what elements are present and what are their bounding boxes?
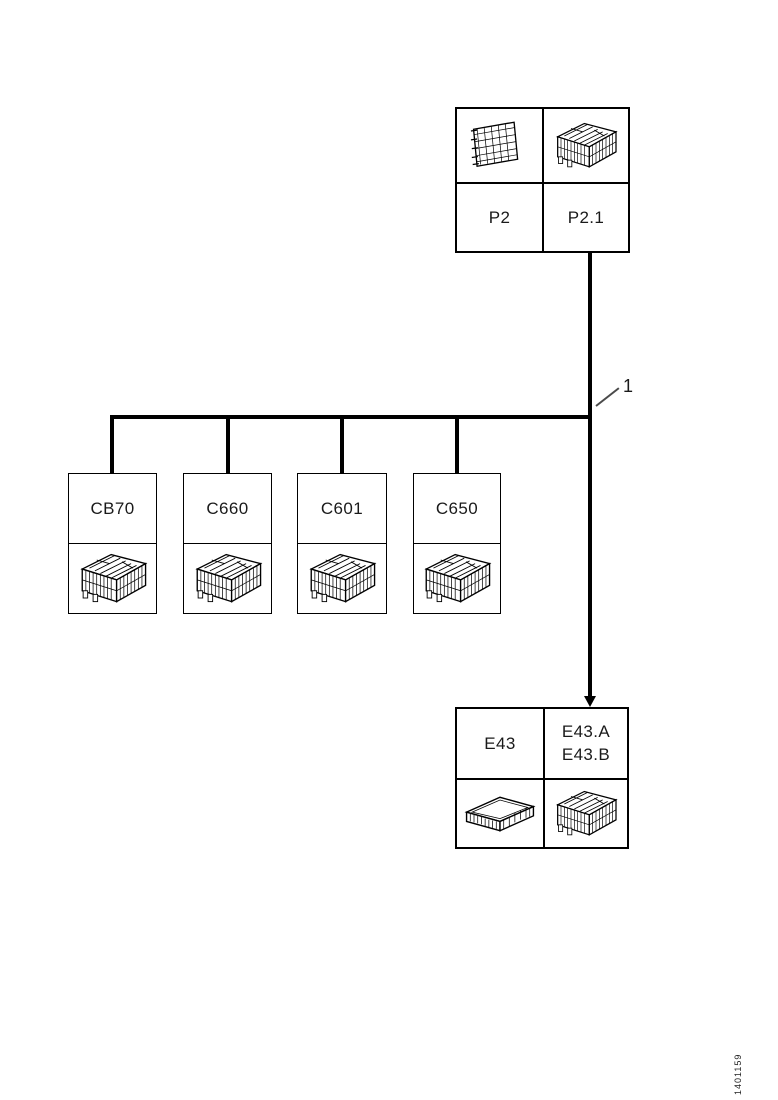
e43-connector-group: E43 E43.A E43.B	[455, 707, 629, 849]
p2-connector-group: P2 P2.1	[455, 107, 630, 253]
callout-leader-line	[595, 387, 620, 407]
connector-icon	[75, 549, 151, 609]
connector-box-c650: C650	[413, 473, 501, 614]
e43-a-label: E43.A	[561, 721, 611, 741]
harness-arrowhead-icon	[584, 696, 596, 707]
connector-icon	[190, 549, 266, 609]
connector-icon	[551, 785, 621, 843]
drop-line-cb70	[110, 415, 114, 474]
drop-line-c650	[455, 415, 459, 474]
e43-image-cell	[456, 779, 544, 848]
connector-image-cell	[69, 544, 156, 613]
p2-1-image-cell	[543, 108, 629, 183]
connector-icon	[551, 117, 621, 175]
connector-image-cell	[298, 544, 386, 613]
connector-label-c650: C650	[414, 474, 500, 544]
connector-label-cb70: CB70	[69, 474, 156, 544]
connector-box-cb70: CB70	[68, 473, 157, 614]
drop-line-c601	[340, 415, 344, 474]
connector-icon	[304, 549, 380, 609]
e43-b-label: E43.B	[561, 744, 611, 764]
connector-label-c660: C660	[184, 474, 271, 544]
connector-image-cell	[414, 544, 500, 613]
connector-image-cell	[184, 544, 271, 613]
p2-image-cell	[456, 108, 543, 183]
connector-box-c601: C601	[297, 473, 387, 614]
e43-label: E43	[456, 708, 544, 779]
e43-ab-label-cell: E43.A E43.B	[544, 708, 628, 779]
ecu-module-icon	[461, 789, 539, 839]
harness-callout-label: 1	[623, 376, 634, 396]
p2-label: P2	[456, 183, 543, 252]
circuit-board-icon	[463, 115, 537, 177]
harness-main-line	[588, 253, 592, 698]
connector-label-c601: C601	[298, 474, 386, 544]
connector-icon	[419, 549, 495, 609]
harness-branch-line	[110, 415, 592, 419]
connector-box-c660: C660	[183, 473, 272, 614]
drop-line-c660	[226, 415, 230, 474]
e43-ab-image-cell	[544, 779, 628, 848]
document-number: 1401159	[733, 1053, 743, 1095]
p2-1-label: P2.1	[543, 183, 629, 252]
